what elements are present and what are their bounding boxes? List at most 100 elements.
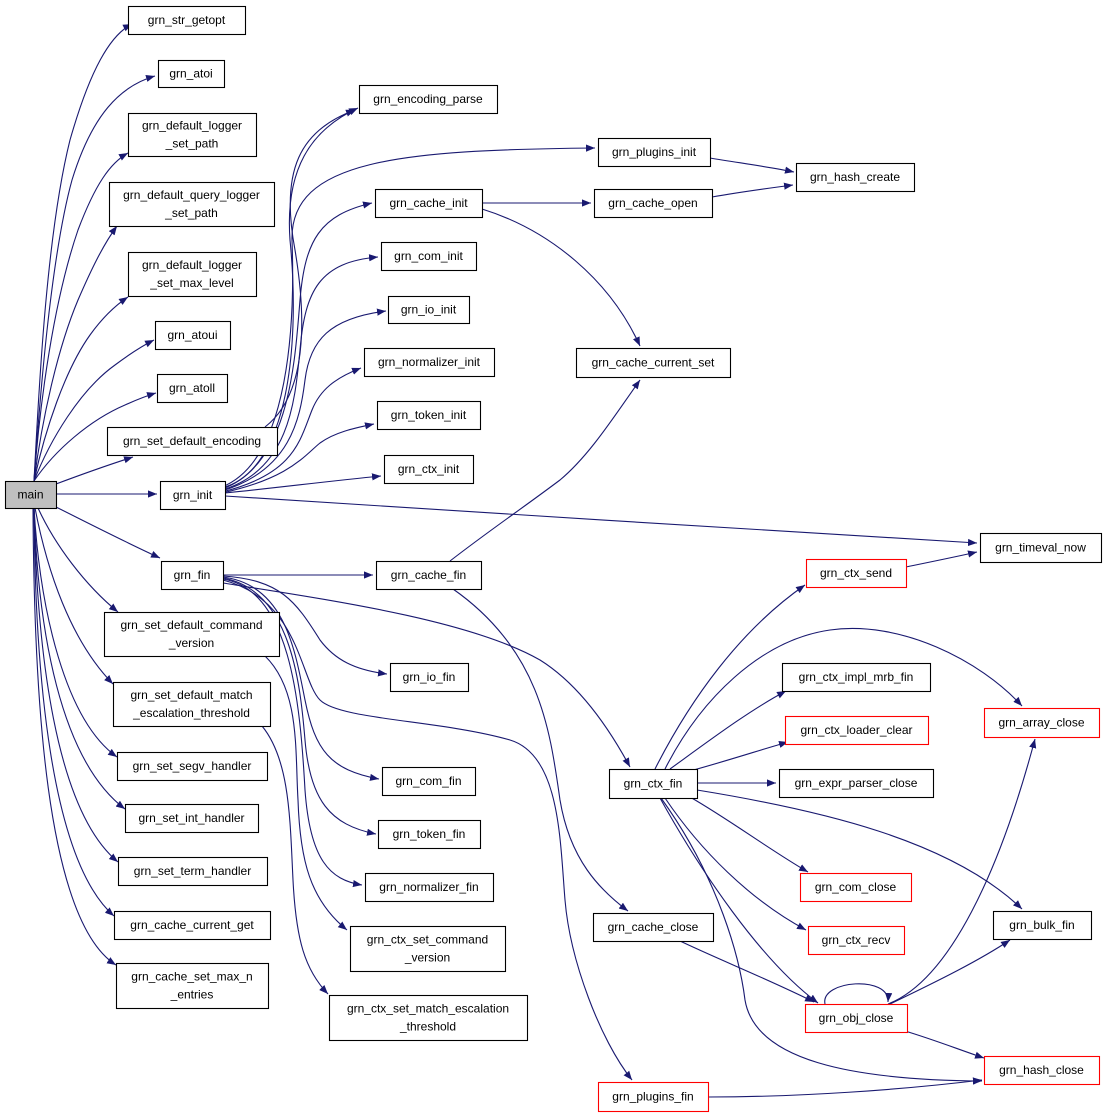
- node-box: [781, 662, 932, 693]
- node-grn-ctx-set-command-version[interactable]: grn_ctx_set_command_version: [349, 925, 507, 973]
- node-label: grn_atoi: [169, 67, 212, 81]
- edge-grn-fin-to-grn-io-fin: [222, 575, 388, 677]
- node-grn-com-fin[interactable]: grn_com_fin: [381, 766, 477, 797]
- node-grn-ctx-recv[interactable]: grn_ctx_recv: [807, 925, 906, 956]
- node-grn-io-fin[interactable]: grn_io_fin: [389, 662, 470, 693]
- node-label: grn_cache_init: [389, 196, 468, 210]
- edge-main-to-grn-default-logger-set-max-level: [33, 296, 129, 482]
- node-label: grn_hash_create: [810, 170, 900, 184]
- node-box: [592, 912, 715, 943]
- edge-grn-init-to-grn-io-init: [221, 308, 387, 492]
- node-box: [375, 560, 483, 591]
- node-label: grn_normalizer_fin: [379, 880, 478, 894]
- node-label: grn_plugins_init: [612, 145, 697, 159]
- node-box: [593, 188, 714, 219]
- node-grn-plugins-fin[interactable]: grn_plugins_fin: [597, 1081, 710, 1113]
- node-grn-cache-current-set[interactable]: grn_cache_current_set: [575, 347, 732, 379]
- node-label: grn_str_getopt: [148, 13, 226, 27]
- node-grn-default-logger-set-path[interactable]: grn_default_logger_set_path: [127, 112, 258, 158]
- node-grn-ctx-loader-clear[interactable]: grn_ctx_loader_clear: [784, 715, 930, 746]
- node-main[interactable]: main: [4, 480, 58, 510]
- node-grn-set-default-encoding[interactable]: grn_set_default_encoding: [106, 426, 279, 457]
- node-grn-atoi[interactable]: grn_atoi: [157, 59, 226, 89]
- node-label: grn_cache_current_set: [592, 356, 715, 370]
- node-grn-set-int-handler[interactable]: grn_set_int_handler: [124, 803, 260, 834]
- node-box: [376, 400, 482, 431]
- node-box: [328, 994, 529, 1042]
- node-grn-cache-open[interactable]: grn_cache_open: [593, 188, 714, 219]
- node-grn-obj-close[interactable]: grn_obj_close: [804, 1003, 909, 1034]
- node-grn-ctx-send[interactable]: grn_ctx_send: [805, 558, 908, 589]
- node-grn-encoding-parse[interactable]: grn_encoding_parse: [358, 84, 499, 115]
- node-box: [127, 251, 258, 298]
- node-grn-plugins-init[interactable]: grn_plugins_init: [597, 137, 712, 168]
- node-label: grn_io_init: [401, 303, 457, 317]
- node-grn-array-close[interactable]: grn_array_close: [983, 707, 1101, 739]
- edge-grn-init-to-grn-token-init: [221, 422, 375, 494]
- node-box: [597, 1081, 710, 1113]
- node-box: [983, 707, 1101, 739]
- edge-grn-init-to-grn-com-init: [221, 254, 379, 491]
- node-grn-io-init[interactable]: grn_io_init: [387, 295, 471, 325]
- node-label: grn_default_logger: [142, 119, 242, 133]
- node-grn-ctx-fin[interactable]: grn_ctx_fin: [608, 768, 699, 800]
- node-label: _escalation_threshold: [132, 706, 250, 720]
- node-label: grn_ctx_recv: [822, 933, 891, 947]
- node-grn-token-fin[interactable]: grn_token_fin: [377, 819, 482, 850]
- node-label: _set_path: [164, 206, 218, 220]
- node-grn-str-getopt[interactable]: grn_str_getopt: [127, 5, 247, 36]
- node-grn-cache-init[interactable]: grn_cache_init: [374, 188, 484, 219]
- node-grn-hash-close[interactable]: grn_hash_close: [983, 1055, 1101, 1086]
- node-grn-default-query-logger-set-path[interactable]: grn_default_query_logger _set_path: [108, 181, 276, 228]
- node-label: grn_set_segv_handler: [133, 759, 252, 773]
- edge-main-to-grn-set-segv-handler: [33, 507, 118, 758]
- node-grn-set-default-command-version[interactable]: grn_set_default_command_version: [103, 611, 281, 658]
- node-box: [116, 751, 269, 782]
- edge-grn-ctx-fin-to-grn-ctx-recv: [664, 797, 807, 931]
- edge-grn-set-default-command-version-to-grn-ctx-set-command-version: [264, 655, 348, 931]
- node-label: grn_io_fin: [403, 670, 456, 684]
- node-label: _threshold: [399, 1020, 456, 1034]
- node-grn-normalizer-fin[interactable]: grn_normalizer_fin: [364, 872, 495, 903]
- node-box: [112, 681, 272, 728]
- node-grn-cache-fin[interactable]: grn_cache_fin: [375, 560, 483, 591]
- node-box: [608, 768, 699, 800]
- edge-grn-ctx-fin-to-grn-bulk-fin: [696, 789, 1023, 910]
- node-grn-ctx-set-match-escalation-threshold[interactable]: grn_ctx_set_match_escalation_threshold: [328, 994, 529, 1042]
- node-grn-set-default-match-escalation-threshold[interactable]: grn_set_default_match_escalation_thresho…: [112, 681, 272, 728]
- node-label: grn_ctx_init: [398, 462, 460, 476]
- node-grn-com-init[interactable]: grn_com_init: [380, 241, 478, 272]
- edge-grn-ctx-fin-to-grn-hash-close: [660, 797, 983, 1085]
- edge-grn-set-default-encoding-to-grn-encoding-parse: [264, 109, 356, 428]
- node-grn-default-logger-set-max-level[interactable]: grn_default_logger_set_max_level: [127, 251, 258, 298]
- node-grn-com-close[interactable]: grn_com_close: [799, 872, 913, 903]
- node-grn-timeval-now[interactable]: grn_timeval_now: [979, 532, 1103, 564]
- node-grn-token-init[interactable]: grn_token_init: [376, 400, 482, 431]
- node-grn-ctx-init[interactable]: grn_ctx_init: [383, 454, 475, 485]
- node-label: grn_com_init: [394, 249, 463, 263]
- node-label: grn_default_query_logger: [123, 188, 260, 202]
- node-grn-expr-parser-close[interactable]: grn_expr_parser_close: [778, 768, 935, 799]
- node-label: _set_max_level: [149, 276, 233, 290]
- node-grn-set-segv-handler[interactable]: grn_set_segv_handler: [116, 751, 269, 782]
- node-grn-bulk-fin[interactable]: grn_bulk_fin: [992, 910, 1093, 941]
- node-label: grn_init: [173, 488, 213, 502]
- node-grn-cache-current-get[interactable]: grn_cache_current_get: [113, 910, 272, 941]
- node-label: grn_encoding_parse: [373, 92, 483, 106]
- edge-grn-obj-close-to-grn-array-close: [887, 738, 1037, 1005]
- node-grn-cache-close[interactable]: grn_cache_close: [592, 912, 715, 943]
- node-grn-set-term-handler[interactable]: grn_set_term_handler: [117, 856, 269, 887]
- node-grn-atoll[interactable]: grn_atoll: [156, 373, 229, 404]
- node-grn-init[interactable]: grn_init: [159, 480, 227, 511]
- node-grn-atoui[interactable]: grn_atoui: [154, 320, 232, 351]
- node-grn-normalizer-init[interactable]: grn_normalizer_init: [363, 347, 496, 378]
- node-grn-hash-create[interactable]: grn_hash_create: [795, 162, 916, 193]
- node-box: [380, 241, 478, 272]
- node-label: _entries: [170, 988, 214, 1002]
- node-grn-cache-set-max-n-entries[interactable]: grn_cache_set_max_n_entries: [115, 962, 270, 1010]
- node-grn-fin[interactable]: grn_fin: [160, 560, 225, 591]
- node-box: [115, 962, 270, 1010]
- node-grn-ctx-impl-mrb-fin[interactable]: grn_ctx_impl_mrb_fin: [781, 662, 932, 693]
- node-box: [108, 181, 276, 228]
